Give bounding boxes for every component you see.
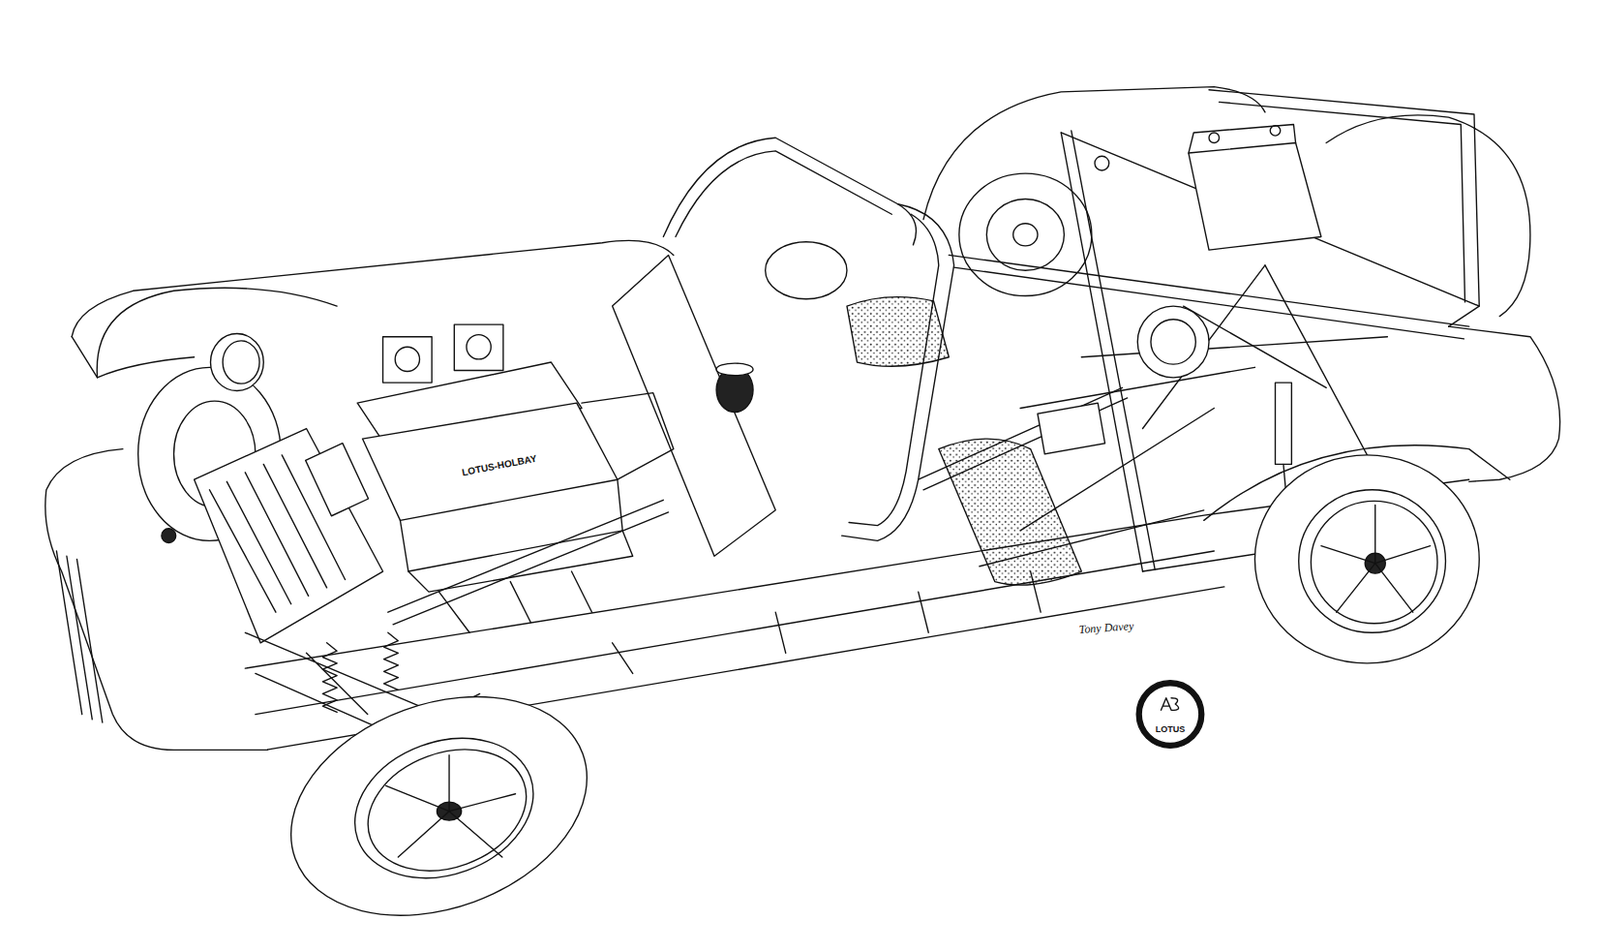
rear-panel [1449,326,1561,482]
fuel-cap [1094,155,1110,171]
carb-throat [466,334,491,360]
cam-cover [362,402,617,520]
artist-signature: Tony Davey [1076,618,1136,636]
propshaft [918,387,1123,480]
battery-top [1188,124,1297,154]
windscreen-frame [663,137,916,245]
spare-wheel-rim [986,198,1064,271]
rear-rim [1298,489,1447,634]
battery-terminal [1208,132,1220,144]
radiator [194,428,384,643]
nose-badge [161,528,177,544]
side-mid-edge [255,550,1214,715]
logo-text: LOTUS [1153,724,1188,735]
headlamp-lens [222,340,260,384]
rear-wing-right [1326,115,1531,317]
logo-roundel [1136,680,1205,749]
front-spring [384,632,399,690]
windscreen-frame-inner [675,150,892,238]
roll-bar [842,204,955,542]
front-spokes [386,754,516,857]
roll-bar-inner [848,213,939,525]
front-rim-inner [351,727,544,892]
shock-absorber [1275,382,1293,464]
front-rim [334,714,553,903]
header-tank [305,443,369,516]
chassis-rail [388,499,664,612]
steering-wheel [765,241,847,300]
rear-tyre [1254,454,1480,664]
oil-filler-cap [716,362,754,376]
carb-throat [394,346,420,371]
rear-spokes [1321,505,1431,613]
fuel-tank-mount [1037,402,1106,453]
front-spring [322,642,337,713]
logo-inner [1143,686,1199,742]
spare-wheel-hub [1013,223,1038,246]
far-wing-edge [71,336,194,378]
head-end [581,392,674,481]
bonnet-top [71,240,674,336]
logo-monogram [1160,697,1178,711]
battery [1188,143,1322,251]
grille [56,550,102,723]
seat [846,297,949,367]
rear-rim-inner [1310,500,1438,623]
carburettor [453,324,504,370]
headlamp [210,333,264,392]
chassis-rail [392,512,668,625]
front-tyre [260,657,618,951]
cylinder-head [399,479,623,572]
carburettor [383,336,433,383]
panel-tears [612,571,1042,673]
exhaust-manifold [439,571,593,633]
differential [1137,305,1209,378]
differential-cover [1150,319,1196,364]
battery-terminal [1269,125,1281,137]
engine-block [408,530,634,592]
propshaft [923,397,1128,490]
